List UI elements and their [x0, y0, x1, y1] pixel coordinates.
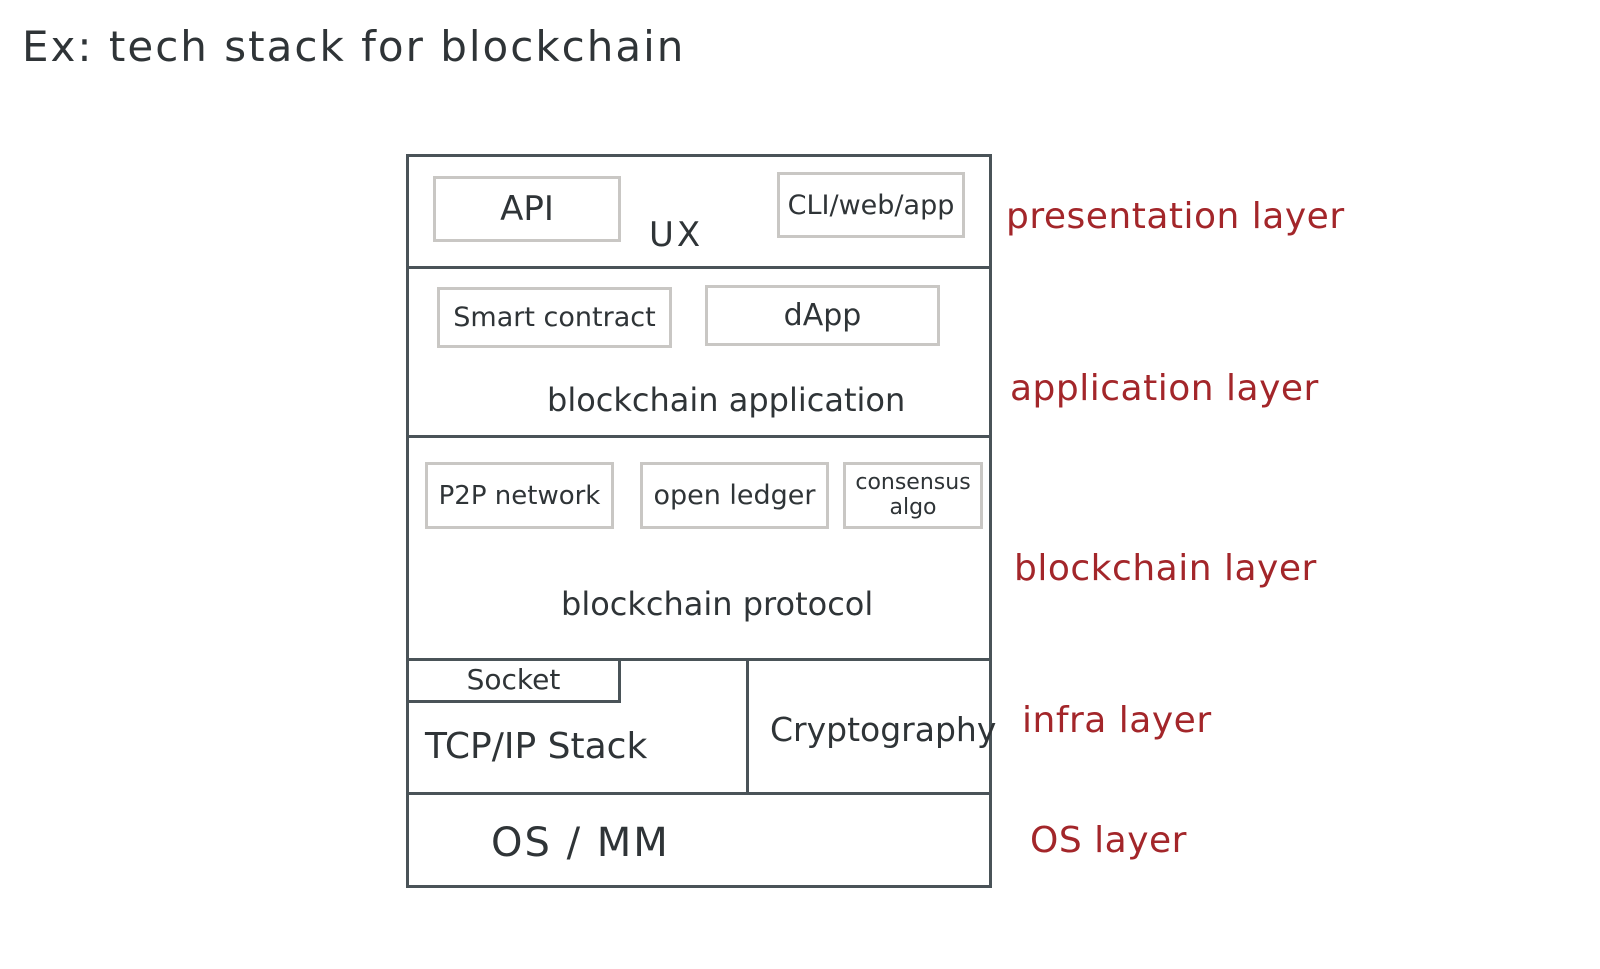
dapp-box: dApp — [705, 285, 940, 346]
blockchain-layer-annotation: blockchain layer — [1014, 548, 1317, 589]
socket-box: Socket — [409, 658, 621, 703]
open-ledger-label: open ledger — [653, 480, 816, 511]
consensus-algo-box: consensus algo — [843, 462, 983, 529]
tcpip-stack-label: TCP/IP Stack — [425, 726, 648, 767]
application-layer-annotation: application layer — [1010, 368, 1319, 409]
cryptography-label: Cryptography — [770, 710, 997, 749]
os-layer-block: OS / MM — [409, 792, 989, 885]
smart-contract-box: Smart contract — [437, 287, 672, 348]
dapp-label: dApp — [783, 298, 862, 333]
application-layer-block: Smart contract dApp blockchain applicati… — [409, 266, 989, 438]
infra-divider — [746, 658, 749, 792]
api-label: API — [500, 189, 554, 229]
ux-label: UX — [649, 215, 704, 255]
p2p-network-box: P2P network — [425, 462, 614, 529]
api-box: API — [433, 176, 621, 242]
socket-label: Socket — [466, 662, 561, 696]
blockchain-layer-block: P2P network open ledger consensus algo b… — [409, 435, 989, 661]
cli-box: CLI/web/app — [777, 172, 965, 238]
infra-layer-annotation: infra layer — [1022, 700, 1212, 741]
blockchain-protocol-label: blockchain protocol — [561, 585, 874, 623]
smart-contract-label: Smart contract — [453, 302, 656, 333]
blockchain-application-label: blockchain application — [547, 381, 906, 419]
tech-stack: API UX CLI/web/app Smart contract dApp b… — [406, 154, 996, 888]
cli-label: CLI/web/app — [787, 189, 955, 221]
presentation-layer-block: API UX CLI/web/app — [409, 157, 989, 269]
p2p-network-label: P2P network — [438, 480, 601, 511]
os-mm-label: OS / MM — [491, 820, 670, 866]
open-ledger-box: open ledger — [640, 462, 829, 529]
infra-layer-block: Socket TCP/IP Stack Cryptography — [409, 658, 996, 795]
consensus-algo-label: consensus algo — [855, 470, 971, 520]
diagram-title: Ex: tech stack for blockchain — [22, 22, 686, 71]
os-layer-annotation: OS layer — [1030, 820, 1187, 861]
presentation-layer-annotation: presentation layer — [1006, 196, 1345, 237]
